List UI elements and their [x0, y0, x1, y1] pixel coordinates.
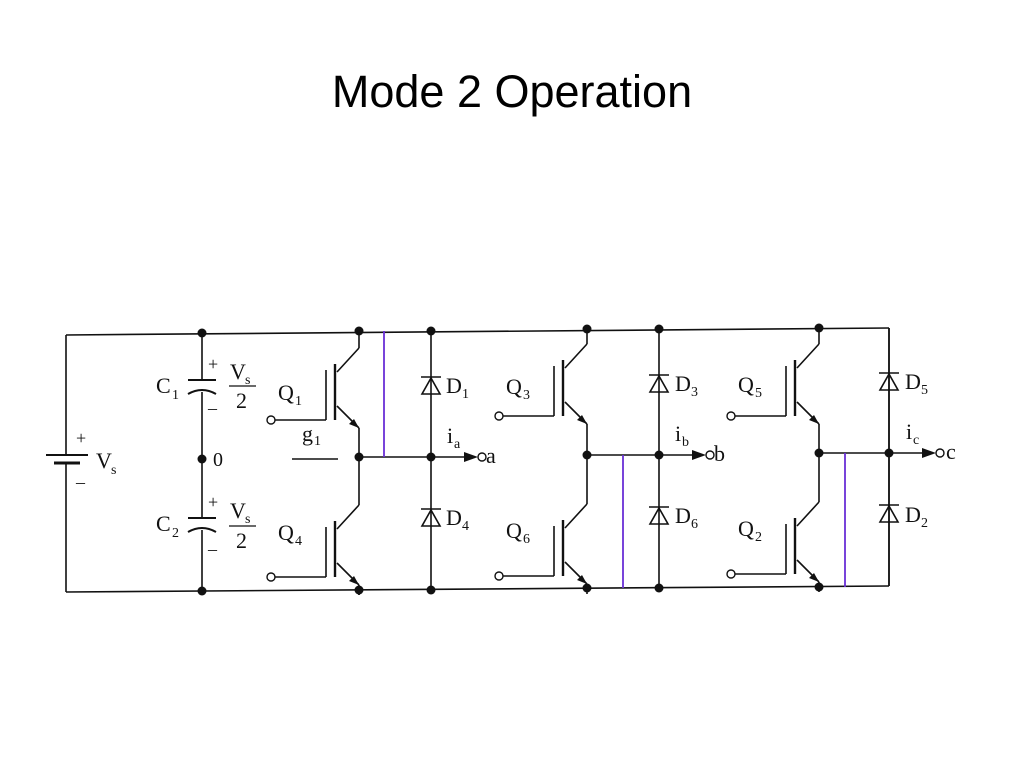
output-b-label: b	[714, 441, 725, 466]
q6-label: Q	[506, 518, 522, 543]
c1-label-sub: 1	[172, 388, 179, 403]
c2-plus: +	[208, 492, 218, 512]
q6-label-sub: 6	[523, 532, 530, 547]
q4-label: Q	[278, 520, 294, 545]
c2-value-denominator: 2	[236, 528, 247, 553]
q5-label-sub: 5	[755, 386, 762, 401]
c2-value-numerator-sub: s	[245, 512, 250, 527]
output-c-terminal	[935, 448, 945, 458]
capacitor-c2-icon	[187, 517, 217, 533]
q3-label: Q	[506, 374, 522, 399]
c1-label: C	[156, 373, 171, 398]
d6-label: D	[675, 503, 691, 528]
c2-label: C	[156, 511, 171, 536]
d1-label: D	[446, 373, 462, 398]
output-c-label: c	[946, 439, 956, 464]
c2-value-numerator: V	[230, 498, 246, 523]
output-b-terminal	[705, 450, 715, 460]
d3-label-sub: 3	[691, 385, 698, 400]
q1-label-sub: 1	[295, 394, 302, 409]
current-ia-label-sub: a	[454, 437, 461, 452]
dc-bus-wires	[65, 327, 890, 593]
slide-title: Mode 2 Operation	[331, 66, 693, 117]
current-ic-label: i	[906, 419, 912, 444]
source-plus-sign: +	[76, 428, 86, 448]
d4-label: D	[446, 505, 462, 530]
c2-minus: –	[207, 539, 218, 559]
q2-label: Q	[738, 516, 754, 541]
transistor-q6-icon	[493, 494, 589, 596]
source-label-sub: s	[111, 463, 116, 478]
output-a-label: a	[486, 443, 496, 468]
c1-minus: –	[207, 398, 218, 418]
source-minus-sign: –	[75, 472, 86, 492]
transistor-q2-icon	[725, 492, 821, 594]
c1-value-denominator: 2	[236, 388, 247, 413]
transistor-q4-icon	[265, 495, 361, 597]
d6-label-sub: 6	[691, 517, 698, 532]
midpoint-label: 0	[213, 449, 223, 471]
d5-label: D	[905, 369, 921, 394]
c1-plus: +	[208, 354, 218, 374]
d4-label-sub: 4	[462, 519, 469, 534]
d1-label-sub: 1	[462, 387, 469, 402]
output-a-arrow	[464, 452, 478, 462]
output-b-arrow	[692, 450, 706, 460]
leg-wires	[292, 328, 928, 595]
q2-label-sub: 2	[755, 530, 762, 545]
output-a-terminal	[477, 452, 487, 462]
source-label: V	[96, 448, 112, 473]
current-ic-label-sub: c	[913, 433, 919, 448]
q1-label: Q	[278, 380, 294, 405]
gate-label: g	[302, 421, 313, 446]
current-ib-label: i	[675, 421, 681, 446]
capacitor-c1-icon	[187, 379, 217, 395]
gate-label-sub: 1	[314, 434, 321, 449]
highlighted-current-paths	[383, 331, 846, 588]
dc-source-battery-icon	[46, 445, 88, 468]
junction-dots	[197, 323, 894, 596]
d5-label-sub: 5	[921, 383, 928, 398]
c1-value-numerator-sub: s	[245, 373, 250, 388]
current-ia-label: i	[447, 423, 453, 448]
q4-label-sub: 4	[295, 534, 302, 549]
c1-value-numerator: V	[230, 359, 246, 384]
c2-label-sub: 2	[172, 526, 179, 541]
q5-label: Q	[738, 372, 754, 397]
output-c-arrow	[922, 448, 936, 458]
d3-label: D	[675, 371, 691, 396]
q3-label-sub: 3	[523, 388, 530, 403]
d2-label-sub: 2	[921, 516, 928, 531]
current-ib-label-sub: b	[682, 435, 689, 450]
d2-label: D	[905, 502, 921, 527]
